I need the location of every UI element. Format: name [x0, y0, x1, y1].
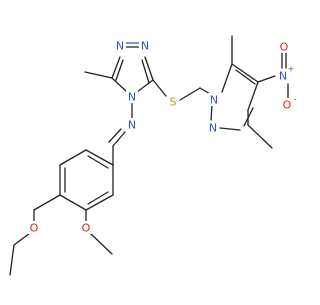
bond-o-ch2 — [13, 232, 31, 246]
bond-pyrazole-double — [235, 69, 256, 85]
bond-benzene — [85, 194, 114, 211]
bond-triazole-n-c — [136, 79, 154, 93]
bond-ch2-ch3 — [9, 244, 15, 276]
atom-n-triazole-c: N — [128, 91, 136, 104]
atom-n-pyrazole-1: N — [210, 94, 218, 107]
bond-pyrazole — [231, 63, 259, 83]
bond-triazole-c-n-double — [141, 59, 150, 84]
atom-n-triazole-b: N — [141, 40, 149, 53]
bond-c-nitro — [257, 75, 276, 83]
atom-s-thioether: S — [170, 96, 177, 109]
atom-o-ether: O — [30, 222, 39, 235]
bond-benzene-double — [87, 155, 109, 169]
bond-s-ch2 — [179, 87, 201, 101]
atom-n-pyrazole-2: N — [209, 122, 217, 135]
bond-benzene-double — [87, 191, 109, 205]
bond-benzene — [85, 149, 114, 166]
molecule-canvas: N N N N S N N N + O O - O O — [9, 35, 297, 276]
atom-o-nitro-b: O — [283, 99, 292, 112]
atom-n-nitro: N — [279, 70, 287, 83]
bond-pyrazole — [247, 81, 259, 111]
atom-label-layer: N N N N S N N N + O O - O O — [28, 39, 297, 235]
bond-triazole-c-n — [111, 77, 128, 93]
molecule-structure: N N N N S N N N + O O - O O — [9, 35, 297, 276]
bond-pyrazole — [221, 63, 233, 93]
bond-pyrazole-methyl-bottom — [247, 124, 273, 149]
bond-triazole-c-n-double — [115, 59, 124, 81]
atom-n-imine: N — [128, 119, 136, 132]
bond-o-ch3 — [89, 232, 113, 255]
atom-n-nitro-charge: + — [288, 65, 295, 74]
bond-c-s — [152, 79, 167, 97]
bond-aryl-ch2 — [33, 194, 61, 211]
bond-triazole-c-n — [144, 56, 154, 81]
bond-pyrazole — [210, 104, 213, 121]
bond-layer — [9, 35, 289, 276]
bond-imine — [112, 131, 126, 147]
bond-benzene — [59, 149, 87, 166]
atom-o-nitro-a: O — [280, 41, 289, 54]
bond-pyrazole — [219, 127, 241, 131]
bond-benzene — [59, 194, 87, 211]
bond-triazole-methyl — [84, 71, 113, 79]
atom-o-nitro-charge: - — [294, 95, 297, 104]
atom-n-triazole-a: N — [116, 40, 124, 53]
bond-imine-double — [108, 128, 122, 143]
atom-o-methoxy: O — [82, 222, 91, 235]
bond-triazole-c-n — [111, 56, 121, 79]
